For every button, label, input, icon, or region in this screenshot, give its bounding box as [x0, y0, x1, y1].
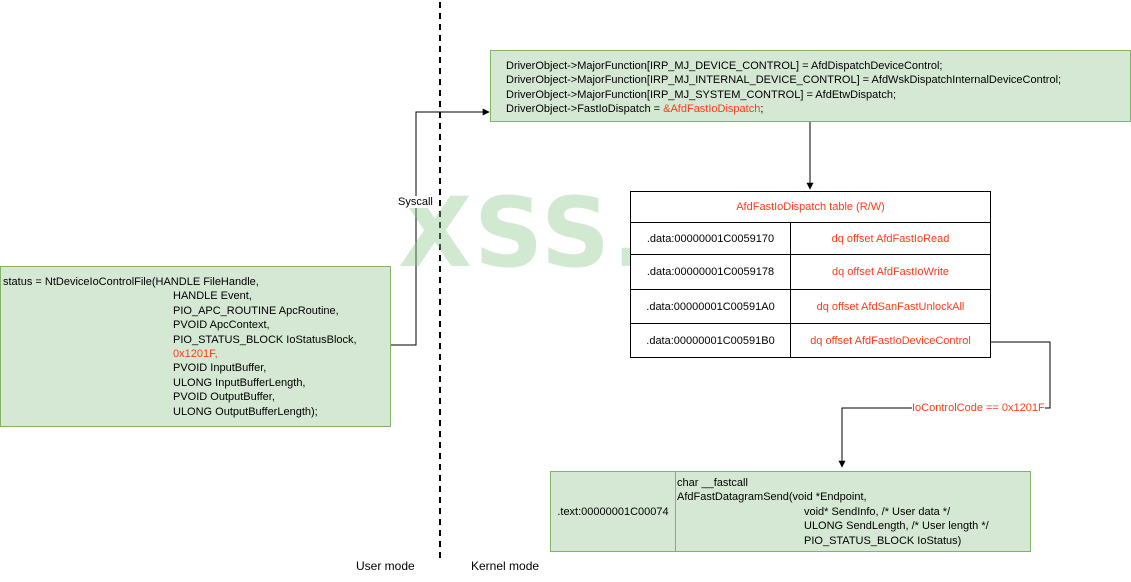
table-row-address: .data:00000001C00591A0 [630, 289, 791, 324]
call-param: PIO_APC_ROUTINE ApcRoutine, [173, 304, 339, 317]
user-mode-label: User mode [356, 559, 415, 573]
call-line: status = NtDeviceIoControlFile(HANDLE Fi… [3, 276, 259, 288]
table-to-function-connector [838, 341, 1051, 468]
call-param: PVOID InputBuffer, [173, 362, 267, 375]
nt-device-io-control-file-box: status = NtDeviceIoControlFile(HANDLE Fi… [0, 266, 391, 427]
call-param: PVOID OutputBuffer, [173, 391, 275, 404]
fastio-dispatch-ref: &AfdFastIoDispatch [663, 103, 761, 116]
syscall-label: Syscall [398, 196, 433, 208]
table-row-address: .data:00000001C00591B0 [630, 323, 791, 358]
signature-param: ULONG SendLength, /* User length */ [804, 520, 989, 533]
function-signature: char __fastcall AfdFastDatagramSend(void… [676, 472, 1030, 551]
table-row-entry: dq offset AfdSanFastUnlockAll [790, 289, 991, 324]
driver-fastio-line: DriverObject->FastIoDispatch = &AfdFastI… [506, 102, 1130, 116]
signature-param: void* SendInfo, /* User data */ [804, 505, 951, 518]
ioctl-condition-label: IoControlCode == 0x1201F [912, 402, 1045, 414]
table-row-entry: dq offset AfdFastIoRead [790, 222, 991, 255]
kernel-mode-label: Kernel mode [471, 559, 540, 573]
call-param: PIO_STATUS_BLOCK IoStatusBlock, [173, 333, 357, 346]
call-param: ULONG InputBufferLength, [173, 376, 306, 389]
table-row-entry: dq offset AfdFastIoWrite [790, 254, 991, 290]
signature-line: AfdFastDatagramSend(void *Endpoint, [677, 491, 867, 504]
driver-dispatch-line: DriverObject->MajorFunction[IRP_MJ_INTER… [506, 74, 1062, 87]
function-address: .text:00000001C00074 [551, 472, 676, 551]
syscall-connector [390, 108, 490, 346]
table-row-address: .data:00000001C0059178 [630, 254, 791, 290]
driver-dispatch-line: DriverObject->MajorFunction[IRP_MJ_DEVIC… [506, 60, 943, 72]
signature-param: PIO_STATUS_BLOCK IoStatus) [804, 534, 962, 547]
fastio-suffix: ; [760, 103, 764, 116]
table-row-address: .data:00000001C0059170 [630, 222, 791, 255]
driver-dispatch-line: DriverObject->MajorFunction[IRP_MJ_SYSTE… [506, 88, 897, 101]
fastio-table-title: AfdFastIoDispatch table (R/W) [630, 191, 991, 223]
table-row-entry: dq offset AfdFastIoDeviceControl [790, 323, 991, 358]
call-param-ioctl: 0x1201F, [173, 348, 218, 361]
driver-object-box: DriverObject->MajorFunction[IRP_MJ_DEVIC… [490, 50, 1131, 122]
signature-line: char __fastcall [677, 477, 748, 489]
call-param: HANDLE Event, [173, 290, 252, 303]
call-param: ULONG OutputBufferLength); [173, 405, 318, 418]
afd-fast-datagram-send-box: .text:00000001C00074 char __fastcall Afd… [550, 471, 1031, 552]
fastio-prefix: DriverObject->FastIoDispatch = [506, 103, 664, 116]
call-param: PVOID ApcContext, [173, 319, 270, 332]
